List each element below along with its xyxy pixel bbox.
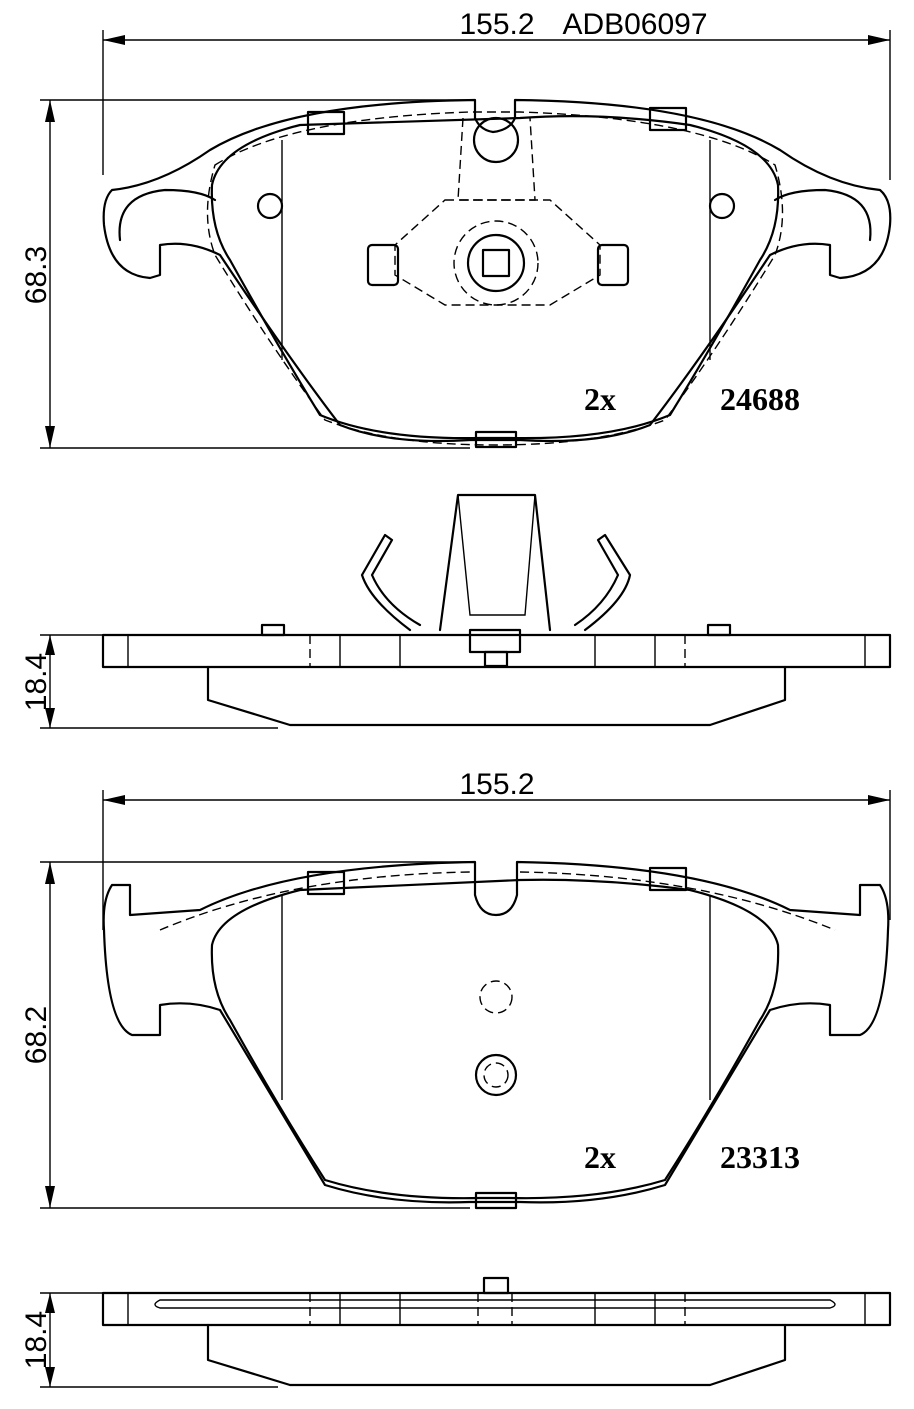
clip-center-dashed-ring-1 [453, 220, 539, 306]
bottom-tab-1 [474, 430, 518, 449]
side-tab-right-1 [706, 623, 732, 637]
side-shim-2 [154, 1299, 836, 1309]
clip-tab-left-1 [366, 243, 400, 287]
top-tab-right-2 [648, 866, 688, 892]
top-view-1: 155.2 ADB06097 68.3 [20, 8, 892, 449]
top-tab-left-1 [306, 110, 346, 136]
height-dimension-2 [40, 861, 475, 1209]
width-dimension-2 [102, 790, 891, 930]
thickness-label-1: 18.4 [20, 653, 53, 711]
backing-plate-outline-1 [102, 98, 892, 443]
side-view-2 [40, 1276, 892, 1388]
side-spring-left-1 [360, 533, 422, 632]
friction-material-outline-1 [210, 115, 780, 440]
top-tab-right-1 [648, 106, 688, 132]
sensor-ring-1 [472, 116, 520, 164]
rivet-hole-lower-2 [474, 1053, 518, 1097]
friction-material-outline-2 [210, 878, 780, 1200]
quantity-label-1: 2x [584, 381, 616, 417]
side-center-block-1 [468, 628, 522, 654]
pad-number-label-1: 24688 [720, 381, 800, 417]
height-label-2: 68.2 [20, 1006, 53, 1064]
width-label-1: 155.2 [459, 8, 534, 41]
left-ear-1 [118, 188, 217, 242]
sensor-channel-1 [457, 117, 536, 201]
top-view-2: 155.2 68.2 2x 23313 [20, 768, 891, 1210]
side-clip-body-1 [438, 493, 552, 632]
spring-clip-outline-1 [394, 199, 601, 306]
right-ear-1 [773, 188, 872, 242]
friction-dashed-contour-1 [206, 111, 784, 446]
height-dimension-1 [40, 99, 475, 449]
side-spring-right-1 [573, 533, 632, 632]
side-sensor-block-1 [483, 650, 509, 668]
height-label-1: 68.3 [20, 246, 53, 304]
clip-tab-right-1 [596, 243, 630, 287]
clip-center-square-1 [481, 248, 511, 278]
rivet-hole-right-1 [708, 192, 736, 220]
top-tab-left-2 [306, 870, 346, 896]
bottom-tab-2 [474, 1191, 518, 1210]
clip-center-ring-1 [466, 233, 526, 293]
side-clip-inner-1 [457, 494, 536, 616]
quantity-label-2: 2x [584, 1139, 616, 1175]
pad-number-label-2: 23313 [720, 1139, 800, 1175]
side-friction-material-2 [206, 1323, 787, 1387]
side-friction-material-1 [206, 665, 787, 727]
side-view-1 [40, 493, 892, 729]
rivet-hole-left-1 [256, 192, 284, 220]
rivet-mark-upper-2 [479, 980, 513, 1014]
thickness-label-2: 18.4 [20, 1311, 53, 1369]
backing-plate-outline-2 [102, 860, 890, 1204]
side-backing-plate-2 [101, 1291, 892, 1327]
part-code-label: ADB06097 [562, 8, 707, 41]
side-center-tab-2 [482, 1276, 510, 1295]
width-dimension-1 [102, 30, 891, 180]
friction-dashed-contour-2 [159, 871, 836, 931]
side-tab-left-1 [260, 623, 286, 637]
width-label-2: 155.2 [459, 768, 534, 801]
